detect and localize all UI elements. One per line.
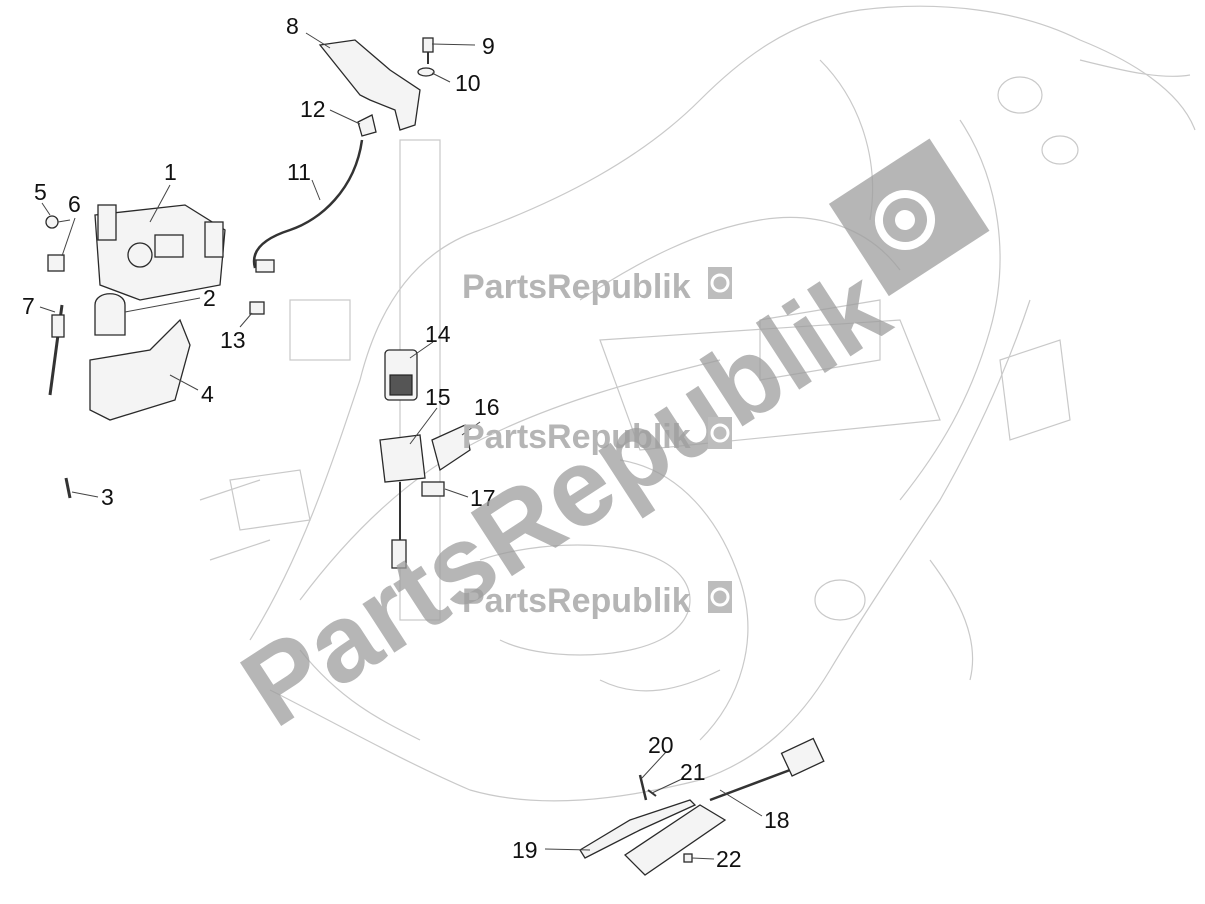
- watermark-brand-2: PartsRepublik: [462, 418, 691, 456]
- grommet-part-12: [357, 114, 377, 137]
- gear-icon: [708, 581, 732, 613]
- screw-part-5: [45, 215, 71, 229]
- callout-4: 4: [201, 381, 214, 407]
- scooter-frame: [199, 5, 1196, 802]
- callout-14: 14: [425, 321, 451, 347]
- callout-18: 18: [764, 807, 790, 833]
- callout-8: 8: [286, 13, 299, 39]
- bracket-part-4: [89, 318, 191, 421]
- callout-21: 21: [680, 759, 706, 785]
- cover-part-16: [431, 424, 471, 472]
- nut-part-13: [249, 301, 265, 315]
- callout-labels: 1 2 3 4 5 6 7 8 9 10 11 12 13 14 15 16 1…: [22, 13, 790, 872]
- washer-part-10: [417, 67, 435, 77]
- long-screw-part-7: [48, 304, 65, 396]
- callout-9: 9: [482, 33, 495, 59]
- watermark-brand-1: PartsRepublik: [462, 268, 691, 306]
- callout-2: 2: [203, 285, 216, 311]
- bolt-part-9: [422, 37, 434, 64]
- callout-19: 19: [512, 837, 538, 863]
- plate-part-19: [579, 799, 697, 859]
- leader-lines: [39, 32, 763, 860]
- callout-3: 3: [101, 484, 114, 510]
- block-part-22: [683, 853, 693, 863]
- gear-icon: [708, 417, 732, 449]
- watermark-layer: PartsRepublik PartsRepublik PartsRepubli…: [221, 138, 990, 750]
- callout-12: 12: [300, 96, 326, 122]
- relay-part-14: [384, 349, 418, 401]
- clip-part-2: [94, 293, 126, 336]
- pad-part-17: [421, 481, 445, 497]
- callout-16: 16: [474, 394, 500, 420]
- callout-13: 13: [220, 327, 246, 353]
- gear-icon: [828, 138, 990, 297]
- watermark-brand-diagonal: PartsRepublik: [221, 244, 909, 750]
- callout-10: 10: [455, 70, 481, 96]
- watermark-brand-3: PartsRepublik: [462, 582, 691, 620]
- upper-bracket-part-8: [318, 39, 421, 131]
- callout-20: 20: [648, 732, 674, 758]
- callout-6: 6: [68, 191, 81, 217]
- connector-part-6: [47, 254, 65, 272]
- cable-part-11: [252, 139, 364, 273]
- harness-part-18: [623, 737, 825, 876]
- pin-part-20: [638, 774, 648, 801]
- relay-holder-part-15: [379, 434, 426, 569]
- callout-7: 7: [22, 293, 35, 319]
- callout-17: 17: [470, 485, 496, 511]
- callout-1: 1: [164, 159, 177, 185]
- callout-5: 5: [34, 179, 47, 205]
- callout-11: 11: [287, 159, 311, 185]
- control-unit-part-1: [94, 204, 226, 301]
- gear-icon: [708, 267, 732, 299]
- callout-22: 22: [716, 846, 742, 872]
- screw-part-3: [64, 477, 72, 499]
- callout-15: 15: [425, 384, 451, 410]
